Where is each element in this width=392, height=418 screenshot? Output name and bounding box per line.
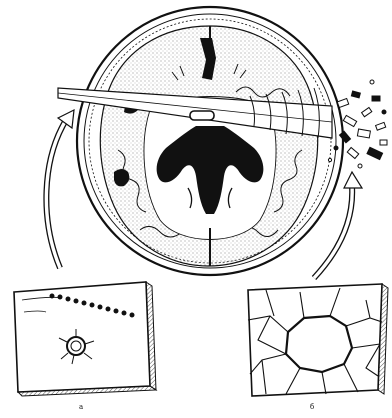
bullet-icon (190, 111, 214, 120)
entry-wound-panel (14, 282, 156, 396)
panel-label-a: а (79, 404, 83, 411)
exit-wound-panel (248, 284, 388, 396)
arrow-left-icon (46, 110, 74, 268)
panel-label-b: б (310, 404, 314, 411)
